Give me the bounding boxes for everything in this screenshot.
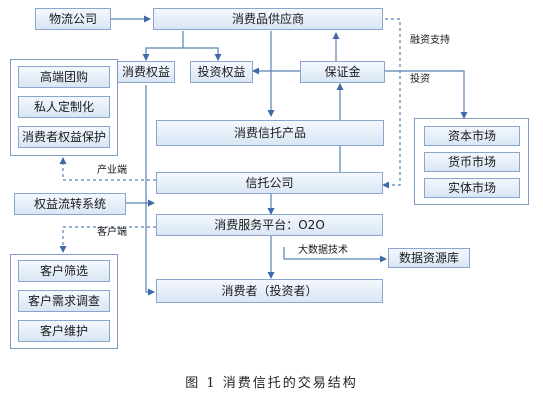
customer-item: 客户维护 (18, 320, 110, 342)
data-resource-node: 数据资源库 (388, 248, 470, 268)
industry-item: 消费者权益保护 (18, 126, 110, 148)
investment-rights-node: 投资权益 (190, 61, 253, 83)
financing-label: 融资支持 (410, 35, 450, 46)
edge-customer-end (59, 226, 156, 253)
rights-transfer-node: 权益流转系统 (14, 193, 126, 215)
deposit-node: 保证金 (300, 61, 385, 83)
trust-product-node: 消费信托产品 (156, 120, 384, 146)
market-item: 资本市场 (424, 126, 520, 146)
industry-group: 高端团购 私人定制化 消费者权益保护 (10, 59, 118, 156)
customer-item: 客户筛选 (18, 260, 110, 282)
edge-supplier-investment-rights (183, 47, 222, 61)
market-group: 资本市场 货币市场 实体市场 (414, 118, 529, 205)
industry-item: 高端团购 (18, 66, 110, 88)
edge-consumer-rights-consumer (145, 85, 155, 296)
supplier-node: 消费品供应商 (153, 8, 383, 30)
edge-industry-end (59, 157, 156, 181)
trust-company-node: 信托公司 (156, 172, 383, 194)
market-item: 货币市场 (424, 152, 520, 172)
edge-big-data (283, 247, 387, 263)
invest-label: 投资 (410, 74, 430, 85)
consumer-node: 消费者（投资者） (156, 279, 383, 303)
customer-group: 客户筛选 客户需求调查 客户维护 (10, 254, 118, 349)
platform-node: 消费服务平台：O2O (156, 214, 383, 236)
logistics-company-node: 物流公司 (35, 8, 111, 30)
edge-invest-markets (385, 70, 468, 119)
industry-end-label: 产业端 (97, 165, 127, 176)
customer-end-label: 客户端 (97, 227, 127, 238)
consumer-rights-node: 消费权益 (117, 61, 175, 83)
edge-financing (382, 18, 401, 189)
customer-item: 客户需求调查 (18, 290, 110, 312)
figure-caption: 图 1 消费信托的交易结构 (185, 376, 358, 391)
industry-item: 私人定制化 (18, 96, 110, 118)
edge-supplier-consumer-rights (142, 31, 184, 61)
market-item: 实体市场 (424, 178, 520, 198)
big-data-label: 大数据技术 (298, 245, 348, 256)
